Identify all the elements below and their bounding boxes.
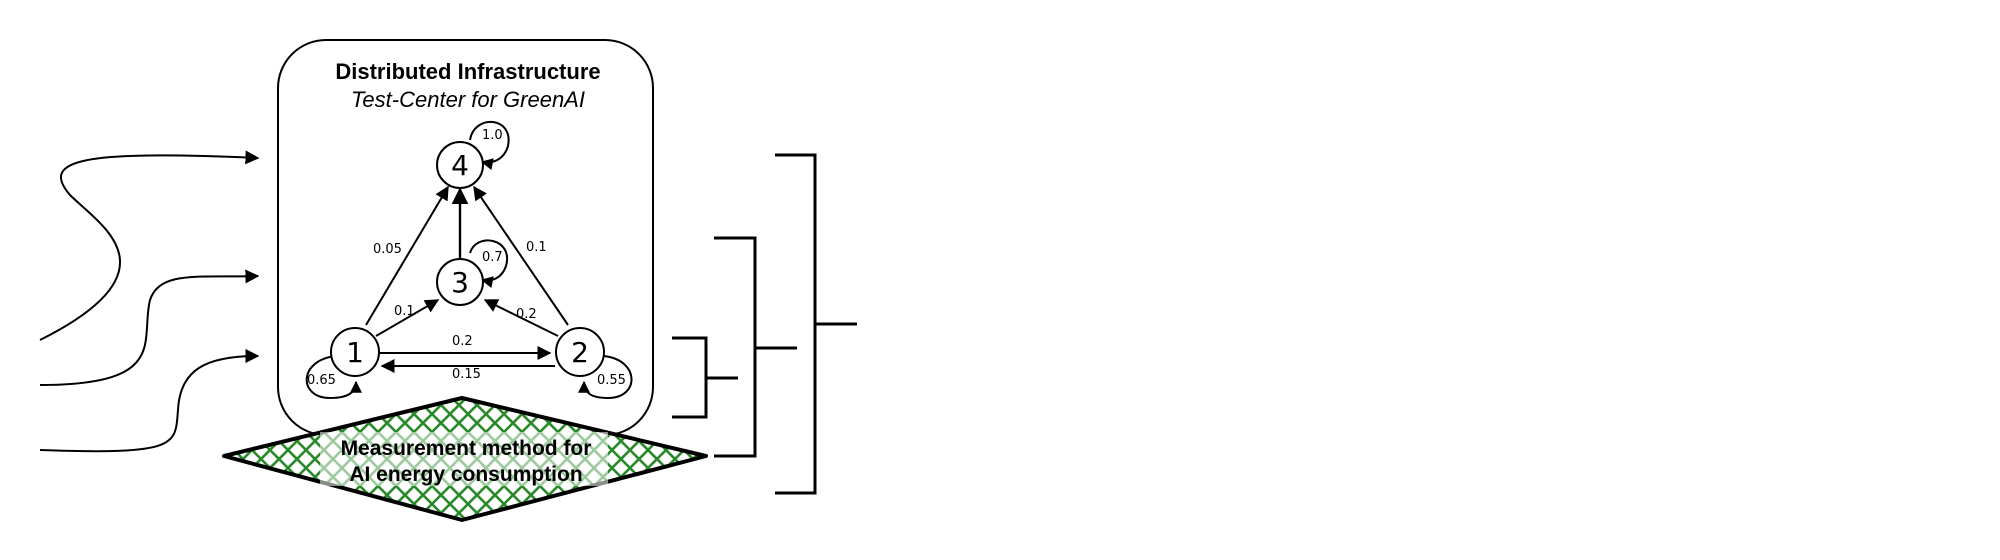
graph-edges [365,185,569,373]
self-loop-3 [469,239,509,288]
bracket-outer [775,153,857,495]
edge-label-2-to-3: 0.2 [516,307,537,322]
edge-label-2-to-4: 0.1 [526,240,547,255]
edge-label-2-to-1: 0.15 [452,367,481,382]
self-loop-4 [469,121,510,170]
incoming-curve-bottom [39,349,260,453]
measurement-label-line1: Measurement method for [341,437,592,460]
node-label-4: 4 [451,149,469,182]
node-label-1: 1 [346,336,364,369]
self-loops [305,121,633,400]
node-1 [330,327,380,377]
measurement-text-backdrop [320,432,608,486]
node-label-2: 2 [571,336,589,369]
infrastructure-subtitle: Test-Center for GreenAI [351,87,585,112]
node-2 [555,327,605,377]
edge-label-1-to-3: 0.1 [394,304,415,319]
self-loop-label-3: 0.7 [482,250,503,265]
edge-2-to-3 [483,299,559,337]
edge-label-1-to-4: 0.05 [373,242,402,257]
edge-labels: 0.05 0.1 0.1 0.2 0.2 0.15 1.0 0.7 0.65 0… [307,128,626,388]
node-4 [436,141,484,189]
incoming-flows [39,150,260,453]
bracket-middle [714,236,797,458]
edge-label-1-to-2: 0.2 [452,334,473,349]
self-loop-2 [578,355,633,400]
node-label-3: 3 [451,266,469,299]
self-loop-label-1: 0.65 [307,373,336,388]
edge-1-to-3 [375,299,440,337]
infrastructure-title: Distributed Infrastructure [335,59,600,84]
self-loop-1 [305,355,362,400]
node-3 [436,258,484,306]
edge-2-to-4 [473,185,569,326]
self-loop-label-4: 1.0 [482,128,503,143]
graph-nodes: 4 3 1 2 [330,141,605,377]
grouping-brackets [672,153,857,495]
edge-1-to-4 [365,185,449,326]
bracket-inner [672,336,738,419]
incoming-curve-middle [39,269,260,386]
measurement-label-line2: AI energy consumption [349,463,582,486]
incoming-curve-top [39,150,260,341]
self-loop-label-2: 0.55 [597,373,626,388]
